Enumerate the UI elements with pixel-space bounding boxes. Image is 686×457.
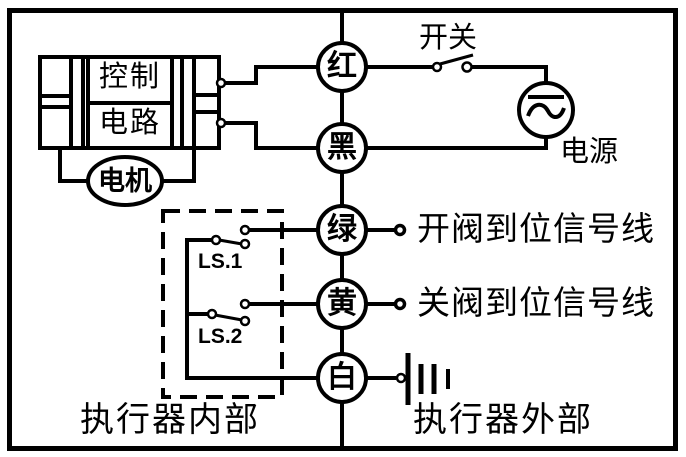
open-valve-signal-label: 开阀到位信号线 [417, 212, 655, 248]
wire-box-to-black [225, 121, 318, 150]
limit-switch-ls1-symbol [210, 224, 251, 250]
ls2-label: LS.2 [198, 325, 243, 348]
wire-label-red: 红 [327, 50, 357, 83]
wire-label-white: 白 [327, 361, 357, 394]
wire-box-to-red [225, 65, 318, 85]
power-source-label: 电源 [560, 136, 619, 168]
control-circuit-box [38, 55, 221, 150]
wire-black-to-source [366, 137, 548, 150]
terminal-dot [215, 77, 227, 89]
terminal-dot [215, 117, 227, 129]
terminal-circles [316, 41, 368, 404]
region-label-internal: 执行器内部 [80, 402, 260, 439]
motor-symbol [58, 148, 196, 207]
ac-source-icon [517, 81, 575, 139]
close-valve-signal-label: 关阀到位信号线 [417, 286, 655, 322]
ls1-label: LS.1 [198, 250, 243, 273]
wire-label-green: 绿 [327, 213, 357, 246]
signal-terminal-dot [393, 223, 407, 237]
motor-label: 电机 [98, 166, 152, 196]
signal-terminal-dot [393, 297, 407, 311]
ground-icon [395, 353, 450, 405]
region-label-external: 执行器外部 [413, 402, 593, 439]
switch-label: 开关 [419, 22, 478, 54]
diagram-border [7, 8, 678, 451]
limit-switch-bus [185, 238, 318, 380]
limit-switch-ls2-symbol [206, 298, 251, 327]
control-circuit-label-line1: 控制 [98, 61, 161, 93]
wire-label-black: 黑 [327, 131, 357, 164]
power-switch-symbol [431, 53, 474, 73]
wire-label-yellow: 黄 [327, 287, 357, 320]
control-circuit-label-line2: 电路 [98, 107, 161, 139]
wire-switch-to-source [471, 65, 548, 83]
